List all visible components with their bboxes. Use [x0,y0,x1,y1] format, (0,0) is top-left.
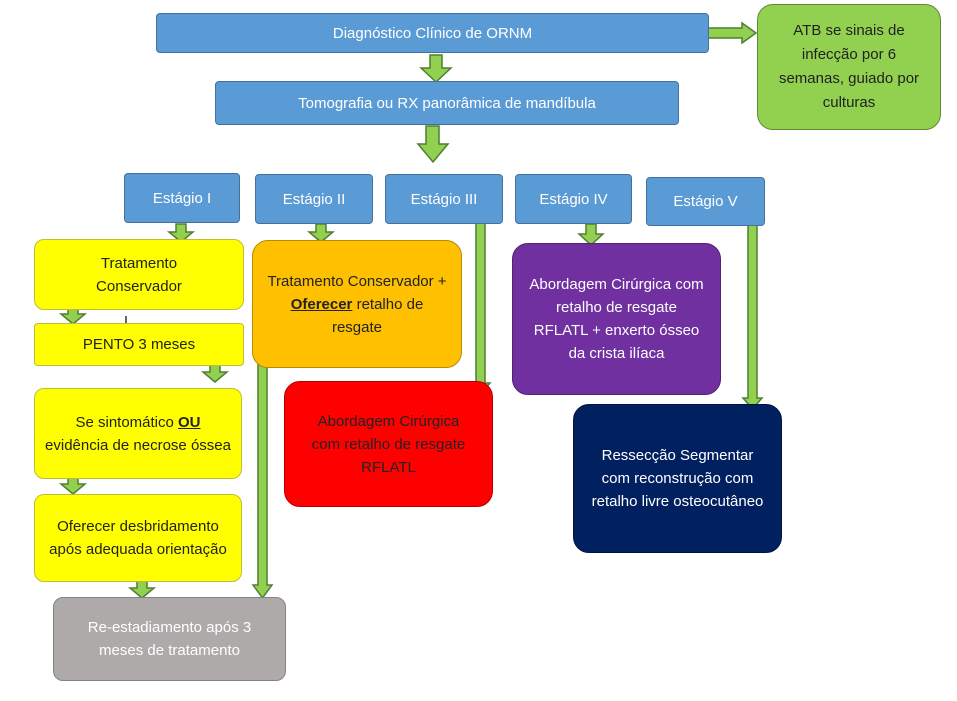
arrow-orange-to-restaging [251,324,274,600]
arrow-stage5-to-navy [741,221,764,411]
stage-4-label: Estágio IV [539,190,608,208]
atb-note-text: ATB se sinais de infecção por 6 semanas,… [778,22,920,111]
arrow-diagnosis-to-atb [707,21,758,45]
stage-2-treatment-box: Tratamento Conservador + Oferecer retalh… [252,240,462,368]
stage-5-surgery-text: Ressecção Segmentar com reconstrução com… [591,447,764,510]
arrow-stage3-to-red [469,221,492,396]
stage-2-post: retalho de resgate [331,295,424,336]
symptomatic-pre: Se sintomático [75,413,179,431]
symptomatic-or: OU [178,413,201,431]
symptomatic-text: Se sintomático OU evidência de necrose ó… [43,411,233,457]
symptomatic-post: evidência de necrose óssea [45,436,231,454]
stage-4-surgery-box: Abordagem Cirúrgica com retalho de resga… [512,243,721,395]
debridement-text: Oferecer desbridamento após adequada ori… [49,518,227,558]
imaging-box: Tomografia ou RX panorâmica de mandíbula [215,81,679,125]
pento-box: PENTO 3 meses [34,323,244,366]
imaging-text: Tomografia ou RX panorâmica de mandíbula [298,94,596,112]
arrow-pento-to-symptomatic [200,363,230,383]
stage-3-label: Estágio III [410,190,478,208]
stage-4-surgery-text: Abordagem Cirúrgica com retalho de resga… [529,276,704,362]
conservative-treatment-box: Tratamento Conservador [34,239,244,310]
arrow-stage1-to-conservative [166,223,196,243]
stage-5-surgery-box: Ressecção Segmentar com reconstrução com… [573,404,782,553]
stage-1-box: Estágio I [124,173,240,223]
arrow-imaging-to-stages [416,125,450,164]
stage-4-box: Estágio IV [515,174,632,224]
stage-3-box: Estágio III [385,174,503,224]
symptomatic-box: Se sintomático OU evidência de necrose ó… [34,388,242,479]
diagnosis-text: Diagnóstico Clínico de ORNM [332,24,533,42]
pento-text: PENTO 3 meses [82,336,196,353]
arrow-diagnosis-to-imaging [419,54,453,84]
stage-1-label: Estágio I [152,189,212,207]
stage-5-label: Estágio V [673,193,738,210]
stage-2-treatment-text: Tratamento Conservador + Oferecer retalh… [267,270,447,339]
stage-2-box: Estágio II [255,174,373,224]
arrow-stage4-to-purple [577,223,605,247]
restaging-text: Re-estadiamento após 3 meses de tratamen… [87,619,252,659]
diagnosis-box: Diagnóstico Clínico de ORNM [156,13,709,53]
atb-note-box: ATB se sinais de infecção por 6 semanas,… [757,4,941,130]
stage-5-box: Estágio V [646,177,765,226]
arrow-debridement-to-restaging [127,579,157,599]
debridement-box: Oferecer desbridamento após adequada ori… [34,494,242,582]
stage-2-offer: Oferecer [290,295,353,313]
conservative-treatment-text: Tratamento Conservador [96,254,182,295]
restaging-box: Re-estadiamento após 3 meses de tratamen… [53,597,286,681]
stage-3-surgery-box: Abordagem Cirúrgica com retalho de resga… [284,381,493,507]
stage-3-surgery-text: Abordagem Cirúrgica com retalho de resga… [311,412,466,476]
arrow-stage2-to-orange [306,223,336,243]
stage-2-pre: Tratamento Conservador + [267,272,447,290]
stage-2-label: Estágio II [282,190,346,208]
